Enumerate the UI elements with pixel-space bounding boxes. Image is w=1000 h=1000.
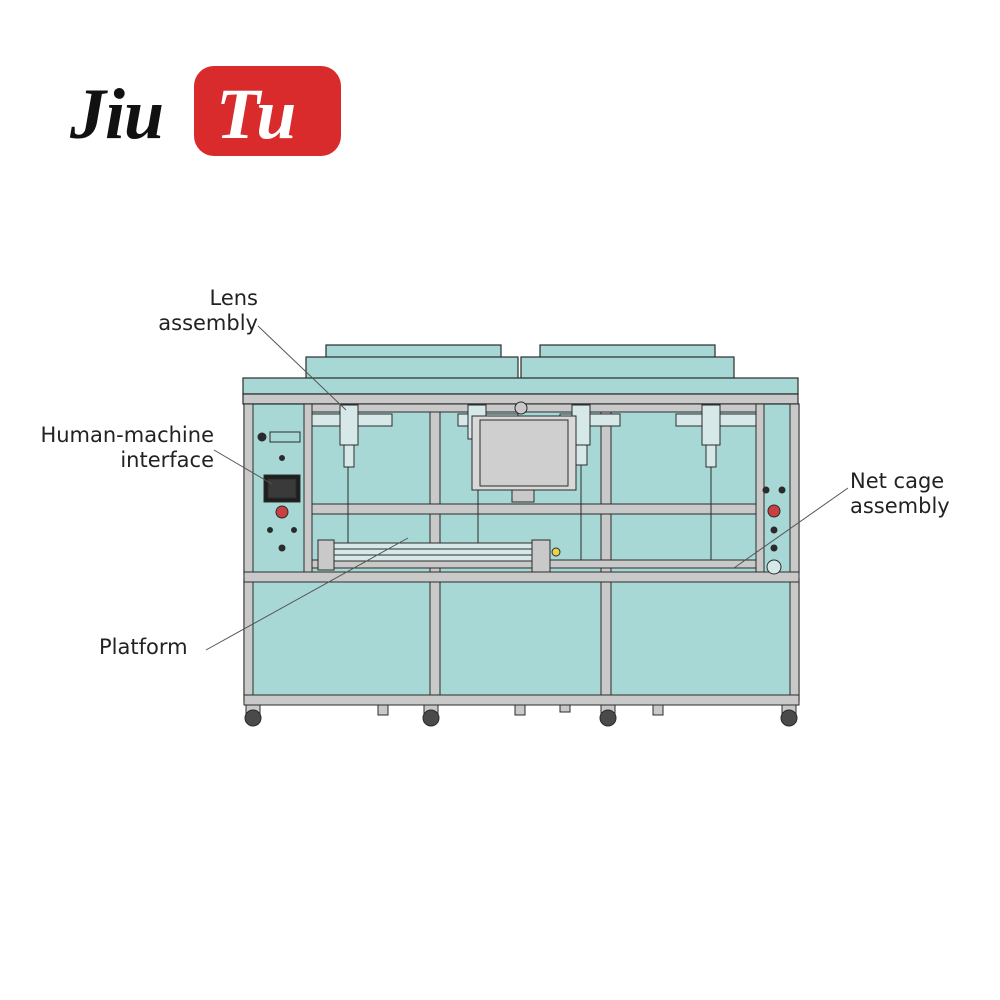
leader-hmi	[213, 449, 273, 485]
lens-rail	[311, 403, 757, 413]
platform-rail	[319, 542, 551, 562]
platform-end-right	[531, 539, 551, 573]
caster-4	[780, 709, 798, 727]
logo-text-tu: Tu	[216, 74, 296, 154]
label-lens-assembly: Lens assembly	[150, 286, 258, 336]
caster-1	[244, 709, 262, 727]
beam-bottom	[243, 694, 800, 706]
label-platform: Platform	[99, 635, 188, 660]
leader-platform	[205, 537, 409, 651]
jiutu-logo: Jiu Tu	[70, 64, 345, 159]
top-cover-base-left	[305, 356, 519, 380]
label-netcage-line1: Net cage	[850, 469, 945, 493]
leader-lens	[257, 325, 347, 411]
label-netcage-line2: assembly	[850, 494, 950, 518]
center-housing-inner	[479, 419, 569, 487]
top-cover-left	[325, 344, 502, 359]
beam-mid	[311, 503, 757, 515]
frame-post-left	[243, 403, 254, 705]
platform-end-left	[317, 539, 335, 571]
caster-2	[422, 709, 440, 727]
label-platform-text: Platform	[99, 635, 188, 659]
label-hmi-line2: interface	[120, 448, 214, 472]
caster-3	[599, 709, 617, 727]
frame-post-right	[789, 403, 800, 705]
label-net-cage-assembly: Net cage assembly	[850, 469, 950, 519]
hmi-button-red	[275, 505, 289, 519]
beam-divider	[243, 571, 800, 583]
top-cover-right	[539, 344, 716, 359]
label-hmi-line1: Human-machine	[40, 423, 214, 447]
leader-netcage	[733, 487, 849, 569]
lens-unit-4	[675, 404, 757, 560]
lens-unit-1	[311, 404, 393, 560]
inner-post-left	[303, 403, 313, 575]
logo-red-badge	[194, 66, 341, 156]
logo-text-jiu: Jiu	[70, 74, 164, 154]
label-lens-line2: assembly	[158, 311, 258, 335]
right-button-red	[767, 504, 781, 518]
frame-post-2	[600, 403, 612, 705]
label-lens-line1: Lens	[209, 286, 258, 310]
top-cover-base-right	[520, 356, 735, 380]
center-knob	[514, 401, 528, 415]
platform-knob	[551, 547, 561, 557]
lower-cabinet	[243, 577, 800, 702]
label-human-machine-interface: Human-machine interface	[18, 423, 214, 473]
center-mount	[511, 489, 535, 503]
